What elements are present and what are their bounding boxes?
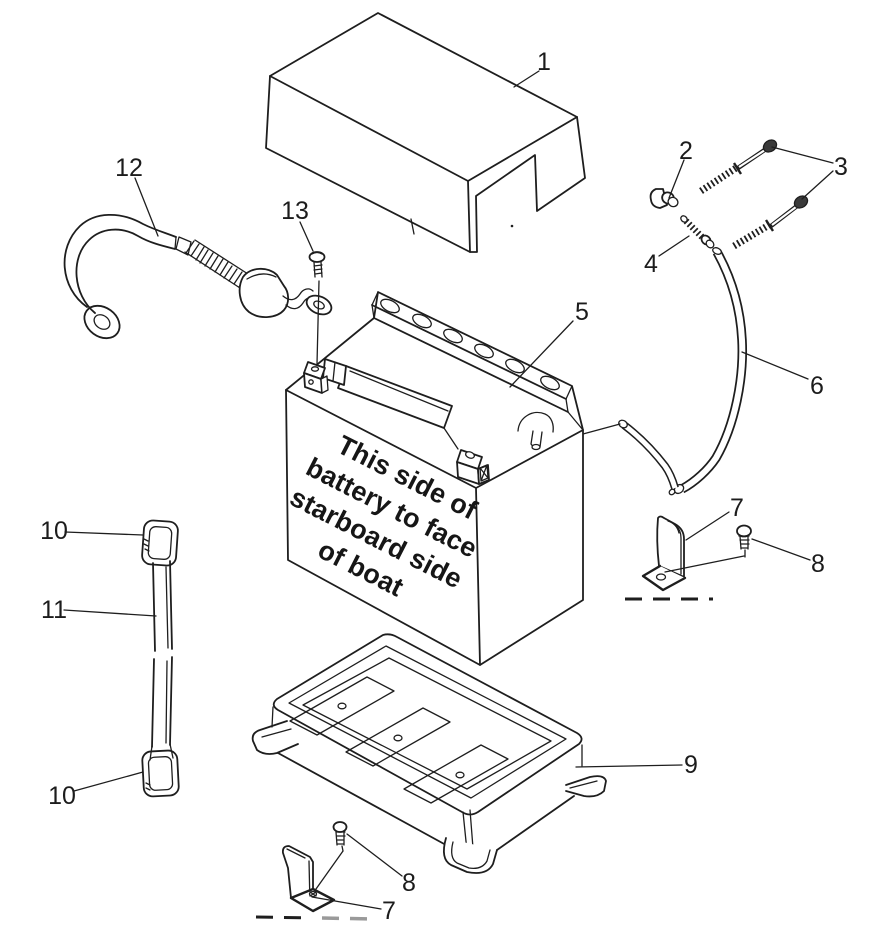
part-label-3: 3: [834, 153, 848, 181]
strap-drawing: [141, 519, 180, 798]
part-label-1: 1: [537, 48, 551, 76]
part-label-8b: 8: [402, 869, 416, 897]
part-label-7b: 7: [382, 897, 396, 925]
vent-fitting-drawing: [649, 188, 679, 209]
terminal-screw-drawing: [308, 251, 326, 365]
tray-ribs: [289, 676, 509, 804]
screw-bottom-drawing: [315, 821, 348, 890]
battery-vent-spout: [517, 411, 554, 451]
strap-hook-bottom: [141, 749, 180, 798]
vent-tube-drawing: [673, 247, 748, 495]
battery-cover-drawing: [265, 12, 586, 253]
part-label-7a: 7: [730, 494, 744, 522]
screw-right-drawing: [736, 524, 752, 558]
part-label-10a: 10: [40, 517, 68, 545]
cable-corrugation: [185, 240, 248, 288]
mounting-screws-drawing: [699, 139, 809, 250]
bracket-bottom-drawing: [281, 845, 336, 913]
part-label-4: 4: [644, 250, 658, 278]
leader-lines: [63, 70, 834, 910]
part-labels: 1 2 3 4 5 6 7 8 9 10 11 10 12 13 8 7: [40, 48, 848, 925]
part-label-9: 9: [684, 751, 698, 779]
battery-vent-caps: [380, 298, 560, 391]
part-label-8a: 8: [811, 550, 825, 578]
part-label-13: 13: [281, 197, 309, 225]
threaded-nipple-drawing: [680, 215, 715, 249]
part-label-6: 6: [810, 372, 824, 400]
tray-foot: [442, 837, 498, 874]
battery-tray-drawing: [251, 633, 607, 874]
battery-drawing: [285, 291, 584, 666]
part-label-12: 12: [115, 154, 143, 182]
tray-right-tab: [565, 775, 607, 798]
part-label-2: 2: [679, 137, 693, 165]
cable-boot: [238, 267, 290, 318]
bracket-right-drawing: [641, 515, 745, 592]
strap-hook-top: [141, 519, 179, 567]
part-label-5: 5: [575, 298, 589, 326]
dashed-mount-line-bottom: [255, 915, 313, 920]
dashed-mount-line-bottom-faded: [321, 916, 374, 921]
part-label-10b: 10: [48, 782, 76, 810]
part-label-11: 11: [41, 596, 67, 624]
battery-terminal-block-left: [303, 361, 329, 394]
battery-cable-drawing: [63, 213, 333, 340]
tray-left-tab: [251, 720, 299, 755]
battery-terminal-block-center: [443, 427, 490, 485]
